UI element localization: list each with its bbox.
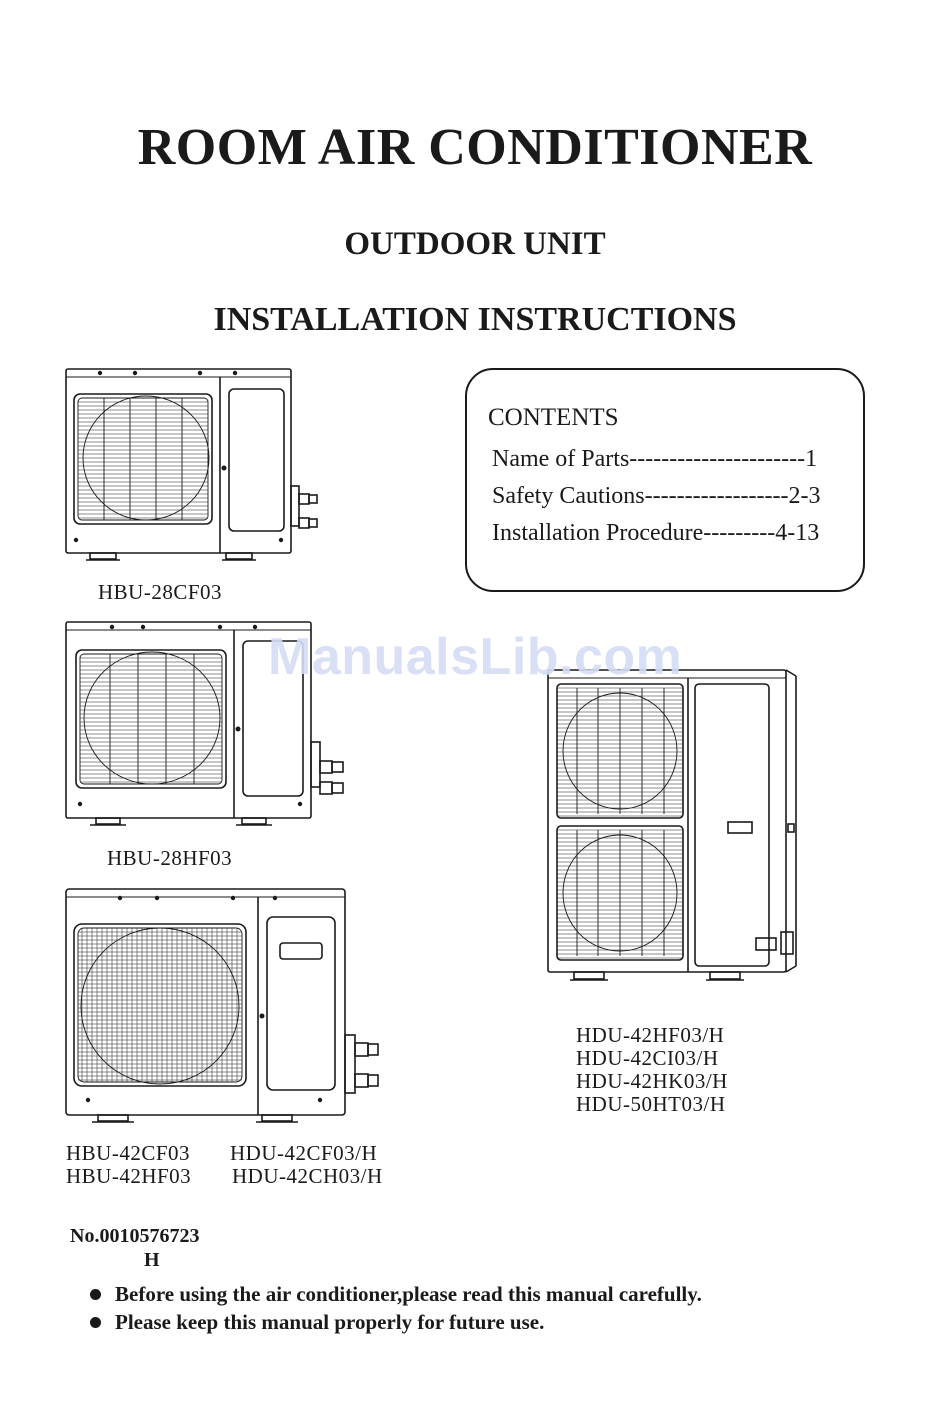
model-label-unit4-b: HDU-42CI03/H — [576, 1046, 719, 1070]
model-label-unit4-a: HDU-42HF03/H — [576, 1023, 725, 1047]
model-label-unit2: HBU-28HF03 — [107, 846, 233, 870]
bullet-icon — [90, 1316, 101, 1328]
document-number: No.0010576723 — [70, 1225, 200, 1247]
toc-item-installation-procedure[interactable]: Installation Procedure---------4-13 — [492, 520, 820, 546]
note-text: Before using the air conditioner,please … — [115, 1282, 702, 1306]
document-revision: H — [144, 1249, 160, 1271]
page-title: ROOM AIR CONDITIONER — [137, 119, 813, 176]
toc-item-name-of-parts[interactable]: Name of Parts----------------------1 — [492, 446, 818, 472]
watermark: ManualsLib.com — [268, 628, 683, 686]
note-keep-manual: Please keep this manual properly for fut… — [90, 1310, 544, 1335]
model-label-unit1: HBU-28CF03 — [98, 580, 223, 604]
bullet-icon — [90, 1288, 101, 1300]
contents-box — [465, 368, 865, 592]
toc-item-safety-cautions[interactable]: Safety Cautions------------------2-3 — [492, 483, 821, 509]
page-subtitle: OUTDOOR UNIT — [344, 226, 606, 262]
model-label-unit4-d: HDU-50HT03/H — [576, 1092, 726, 1116]
page-subtitle-installation: INSTALLATION INSTRUCTIONS — [213, 301, 737, 338]
model-label-unit3-b: HDU-42CF03/H — [230, 1141, 378, 1165]
contents-heading: CONTENTS — [488, 404, 619, 431]
note-read-manual: Before using the air conditioner,please … — [90, 1282, 702, 1307]
model-label-unit3-c: HBU-42HF03 — [66, 1164, 192, 1188]
model-label-unit3-d: HDU-42CH03/H — [232, 1164, 383, 1188]
note-text: Please keep this manual properly for fut… — [115, 1310, 545, 1334]
model-label-unit3-a: HBU-42CF03 — [66, 1141, 191, 1165]
model-label-unit4-c: HDU-42HK03/H — [576, 1069, 728, 1093]
